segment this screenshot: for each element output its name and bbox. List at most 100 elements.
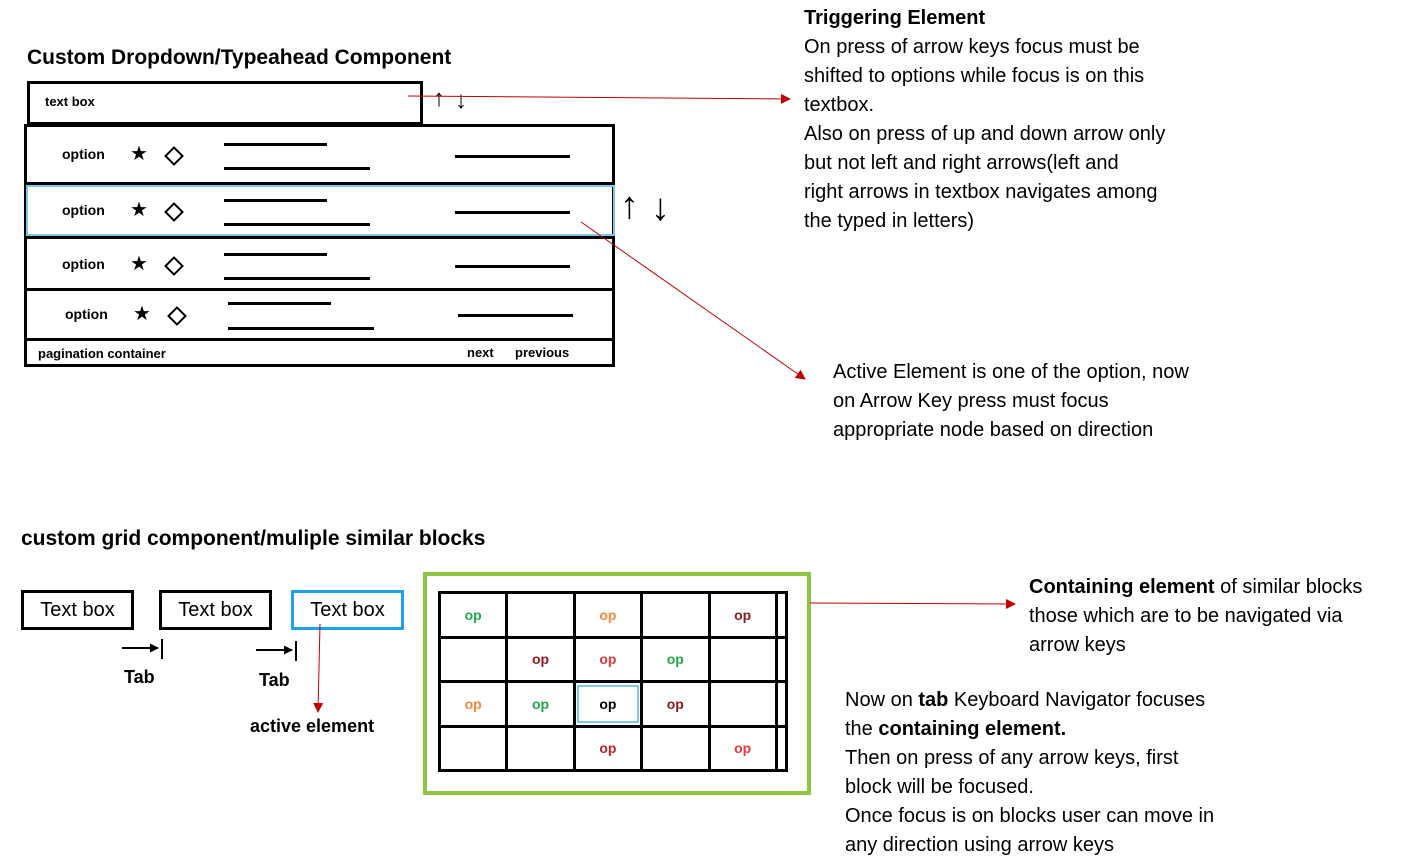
text-placeholder-line bbox=[458, 314, 573, 317]
grid-block[interactable] bbox=[774, 591, 789, 639]
text-box-1[interactable]: Text box bbox=[21, 590, 134, 630]
note-fragment: the bbox=[845, 718, 879, 740]
options-arrow-up-icon: ↑ bbox=[620, 185, 639, 227]
option-label: option bbox=[62, 146, 105, 162]
dropdown-section-title: Custom Dropdown/Typeahead Component bbox=[27, 46, 452, 69]
grid-block-focused[interactable]: op bbox=[572, 680, 644, 728]
text-placeholder-line bbox=[224, 167, 370, 170]
grid-row: op op op bbox=[437, 635, 789, 683]
text-placeholder-line bbox=[224, 223, 370, 226]
text-placeholder-line bbox=[224, 277, 370, 280]
block-label: op bbox=[532, 651, 550, 668]
tab-label-1: Tab bbox=[124, 667, 155, 687]
grid-block[interactable]: op bbox=[640, 680, 711, 728]
containing-note-heading-bold: Containing element bbox=[1029, 576, 1215, 598]
star-icon: ★ bbox=[130, 253, 148, 275]
arrow-option-to-active-note bbox=[580, 221, 806, 380]
text-placeholder-line bbox=[228, 327, 374, 330]
grid-block[interactable]: op bbox=[437, 680, 509, 728]
grid-block[interactable]: op bbox=[572, 591, 644, 639]
textbox-arrow-down-icon: ↓ bbox=[455, 87, 467, 114]
text-placeholder-line bbox=[228, 302, 331, 305]
containing-element[interactable] bbox=[423, 572, 811, 795]
dropdown-option[interactable]: option ★ bbox=[27, 291, 612, 338]
active-element-label: active element bbox=[250, 716, 375, 736]
star-icon: ★ bbox=[130, 199, 148, 221]
text-placeholder-line bbox=[224, 253, 327, 256]
block-label: op bbox=[464, 695, 482, 712]
grid-block[interactable]: op bbox=[437, 591, 509, 639]
grid-block[interactable] bbox=[774, 635, 789, 683]
note-fragment: Keyboard Navigator focuses bbox=[948, 689, 1206, 711]
note-line: appropriate node based on direction bbox=[833, 419, 1154, 441]
star-icon: ★ bbox=[130, 143, 148, 165]
grid-block[interactable] bbox=[707, 680, 778, 728]
dropdown-option-active[interactable]: option ★ bbox=[26, 185, 615, 236]
tab-navigation-note: Now on tab Keyboard Navigator focuses th… bbox=[845, 686, 1214, 860]
option-label: option bbox=[65, 306, 108, 322]
text-placeholder-line bbox=[224, 143, 327, 146]
grid-block[interactable] bbox=[505, 724, 576, 772]
grid-block[interactable]: op bbox=[707, 591, 778, 639]
option-label: option bbox=[62, 202, 105, 218]
dropdown-options-list: option ★ option ★ option ★ option ★ pagi… bbox=[24, 124, 615, 367]
text-placeholder-line bbox=[455, 265, 570, 268]
dropdown-textbox-label: text box bbox=[45, 94, 95, 109]
block-label: op bbox=[734, 606, 752, 623]
grid-block[interactable]: op bbox=[572, 635, 644, 683]
dropdown-option[interactable]: option ★ bbox=[27, 239, 612, 288]
grid-row: op op bbox=[437, 724, 789, 772]
grid-block[interactable]: op bbox=[505, 680, 576, 728]
note-line: Then on press of any arrow keys, first bbox=[845, 747, 1179, 769]
grid-block[interactable]: op bbox=[640, 635, 711, 683]
grid-block[interactable]: op bbox=[572, 724, 644, 772]
grid-block[interactable]: op bbox=[505, 635, 576, 683]
previous-button[interactable]: previous bbox=[515, 345, 570, 360]
dropdown-textbox[interactable]: text box bbox=[27, 81, 423, 125]
grid-block[interactable] bbox=[640, 591, 711, 639]
textbox-arrow-up-icon: ↑ bbox=[433, 85, 445, 112]
grid-block[interactable] bbox=[437, 724, 509, 772]
grid-block[interactable]: op bbox=[707, 724, 778, 772]
grid-section-title: custom grid component/muliple similar bl… bbox=[21, 527, 486, 550]
note-line: the typed in letters) bbox=[804, 210, 975, 232]
block-label: op bbox=[532, 695, 550, 712]
grid-block[interactable] bbox=[774, 724, 789, 772]
pagination-container: pagination container next previous bbox=[27, 341, 612, 364]
grid-block[interactable] bbox=[774, 680, 789, 728]
dropdown-option[interactable]: option ★ bbox=[27, 127, 612, 182]
text-box-2[interactable]: Text box bbox=[159, 590, 272, 630]
grid-block[interactable] bbox=[505, 591, 576, 639]
next-button[interactable]: next bbox=[467, 345, 494, 360]
text-box-3-active[interactable]: Text box bbox=[291, 590, 404, 630]
triggering-element-note: Triggering Element On press of arrow key… bbox=[804, 4, 1165, 236]
option-divider bbox=[27, 288, 612, 291]
option-label: option bbox=[62, 256, 105, 272]
note-line: but not left and right arrows(left and bbox=[804, 152, 1119, 174]
note-line: arrow keys bbox=[1029, 634, 1126, 656]
grid-block[interactable] bbox=[640, 724, 711, 772]
block-label: op bbox=[599, 606, 617, 623]
block-label: op bbox=[464, 606, 482, 623]
grid-block[interactable] bbox=[707, 635, 778, 683]
text-placeholder-line bbox=[455, 155, 570, 158]
grid-block[interactable] bbox=[437, 635, 509, 683]
note-line: textbox. bbox=[804, 94, 875, 116]
note-fragment-bold: tab bbox=[918, 689, 949, 711]
block-label: op bbox=[666, 651, 684, 668]
grid-row: op op op bbox=[437, 591, 789, 639]
containing-note-heading-rest: of similar blocks bbox=[1214, 576, 1363, 598]
note-line: Also on press of up and down arrow only bbox=[804, 123, 1166, 145]
note-fragment: Now on bbox=[845, 689, 919, 711]
tab-label-2: Tab bbox=[259, 670, 290, 690]
active-element-note: Active Element is one of the option, now… bbox=[833, 358, 1189, 445]
note-fragment-bold: containing element. bbox=[878, 718, 1067, 740]
option-divider bbox=[27, 236, 612, 239]
options-arrow-down-icon: ↓ bbox=[651, 187, 670, 229]
option-divider bbox=[27, 182, 612, 185]
arrow-active-textbox-down bbox=[313, 623, 324, 713]
note-line: On press of arrow keys focus must be bbox=[804, 36, 1140, 58]
